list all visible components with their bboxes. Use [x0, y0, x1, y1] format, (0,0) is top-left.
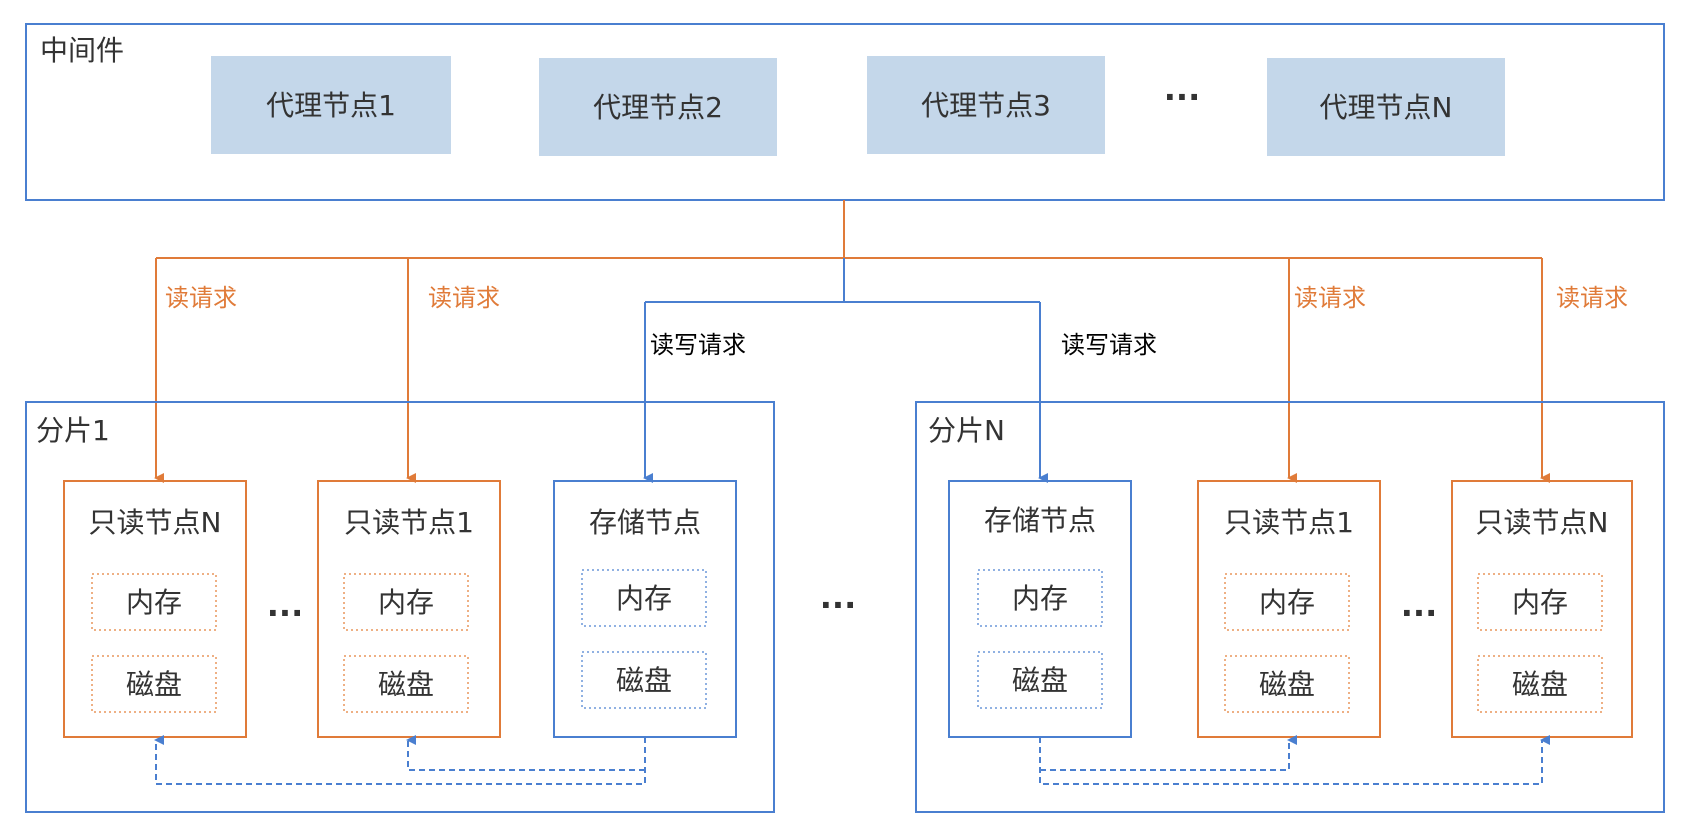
node-title: 只读节点N	[89, 506, 222, 539]
shard-n-readonly-node-n: 只读节点N 内存 磁盘	[1451, 480, 1633, 738]
shard-n-replication-lines	[1039, 735, 1550, 785]
node-title: 只读节点1	[344, 506, 474, 539]
proxy-node-2: 代理节点2	[539, 58, 777, 156]
middleware-container: 中间件 代理节点1 代理节点2 代理节点3 ··· 代理节点N	[25, 23, 1665, 201]
shard-1-title: 分片1	[36, 414, 110, 447]
memory-label: 内存	[1259, 586, 1315, 619]
proxy-node-2-label: 代理节点2	[593, 91, 723, 124]
disk-label: 磁盘	[378, 668, 434, 701]
shard-n: 分片N 存储节点 内存 磁盘 只读节点1 内存 磁盘 ··· 只读节点N 内存 …	[915, 401, 1665, 813]
memory-label: 内存	[126, 586, 182, 619]
proxy-node-3-label: 代理节点3	[921, 89, 1051, 122]
proxy-ellipsis: ···	[1164, 78, 1200, 116]
between-shards-ellipsis: ···	[820, 586, 856, 624]
memory-label: 内存	[616, 582, 672, 615]
shard-1-node-ellipsis: ···	[267, 594, 303, 632]
read-request-lines	[154, 200, 1550, 483]
read-write-request-label-2: 读写请求	[1061, 331, 1157, 359]
proxy-node-n: 代理节点N	[1267, 58, 1505, 156]
shard-n-readonly-node-1: 只读节点1 内存 磁盘	[1197, 480, 1381, 738]
middleware-title: 中间件	[40, 34, 124, 67]
shard-n-node-ellipsis: ···	[1401, 594, 1437, 632]
disk-label: 磁盘	[1259, 668, 1315, 701]
proxy-node-3: 代理节点3	[867, 56, 1105, 154]
memory-label: 内存	[1012, 582, 1068, 615]
shard-n-storage-node: 存储节点 内存 磁盘	[948, 480, 1132, 738]
read-write-request-label-1: 读写请求	[650, 331, 746, 359]
read-request-label-2: 读请求	[428, 284, 500, 312]
read-request-label-3: 读请求	[1294, 284, 1366, 312]
shard-1-replication-lines	[154, 735, 646, 785]
shard-1: 分片1 只读节点N 内存 磁盘 ··· 只读节点1 内存 磁盘 存储节点 内存 …	[25, 401, 775, 813]
disk-label: 磁盘	[1012, 664, 1068, 697]
disk-label: 磁盘	[616, 664, 672, 697]
node-title: 只读节点N	[1476, 506, 1609, 539]
node-title: 存储节点	[589, 506, 701, 539]
proxy-node-1: 代理节点1	[211, 56, 451, 154]
disk-label: 磁盘	[126, 668, 182, 701]
read-write-request-lines	[643, 258, 1048, 483]
disk-label: 磁盘	[1512, 668, 1568, 701]
memory-label: 内存	[1512, 586, 1568, 619]
shard-1-storage-node: 存储节点 内存 磁盘	[553, 480, 737, 738]
memory-label: 内存	[378, 586, 434, 619]
shard-n-title: 分片N	[928, 414, 1005, 447]
proxy-node-1-label: 代理节点1	[266, 89, 396, 122]
read-request-label-1: 读请求	[165, 284, 237, 312]
shard-1-readonly-node-n: 只读节点N 内存 磁盘	[63, 480, 247, 738]
shard-1-readonly-node-1: 只读节点1 内存 磁盘	[317, 480, 501, 738]
node-title: 只读节点1	[1224, 506, 1354, 539]
proxy-node-n-label: 代理节点N	[1320, 91, 1453, 124]
node-title: 存储节点	[984, 504, 1096, 537]
read-request-label-4: 读请求	[1556, 284, 1628, 312]
